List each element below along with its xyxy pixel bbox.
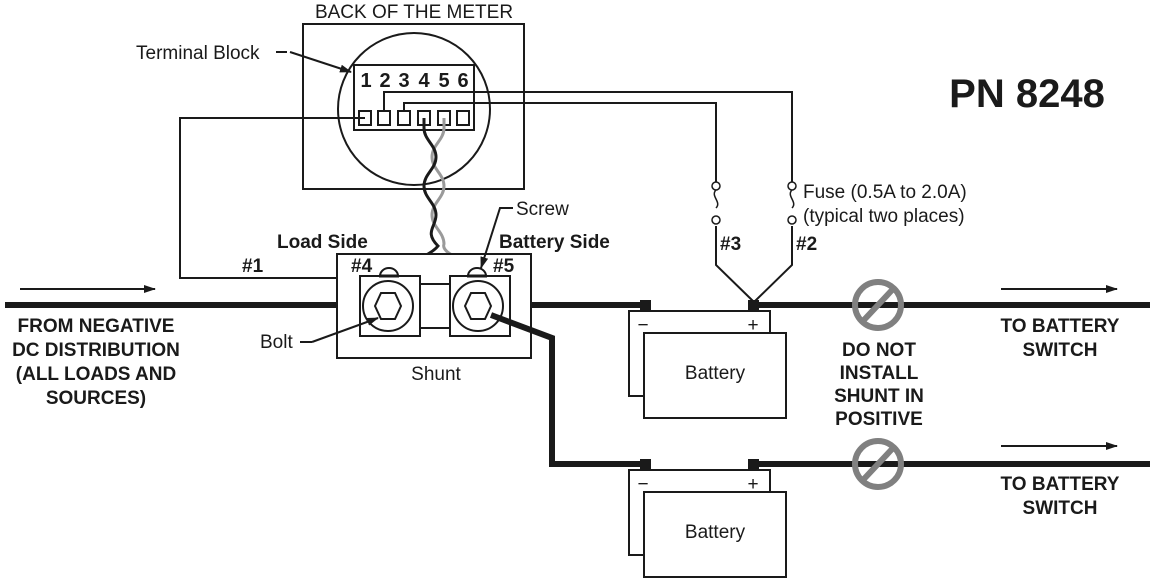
prohibited-icon — [852, 438, 904, 490]
screw-label: Screw — [516, 199, 569, 220]
terminal-screw-6 — [456, 110, 470, 126]
source-line-1: FROM NEGATIVE — [18, 316, 175, 337]
terminal-block-pointer — [289, 51, 352, 73]
battery-1-negative-sign: − — [637, 315, 648, 336]
wire-3 — [403, 102, 755, 303]
wire-1-label: #1 — [242, 256, 264, 277]
fuse-label-line-1: Fuse (0.5A to 2.0A) — [803, 182, 967, 203]
destination-1-line-2: SWITCH — [1023, 340, 1098, 361]
warning-line-3: SHUNT IN — [834, 386, 924, 407]
fuse-on-wire-2 — [786, 181, 798, 226]
load-side-label: Load Side — [277, 232, 368, 253]
destination-label-1: TO BATTERY SWITCH — [1001, 316, 1120, 361]
terminal-number-2: 2 — [379, 70, 390, 92]
battery-2-negative-sign: − — [637, 474, 648, 495]
shunt: #4 #5 Shunt — [336, 253, 532, 385]
terminal-number-3: 3 — [398, 70, 409, 92]
destination-label-2: TO BATTERY SWITCH — [1001, 474, 1120, 519]
battery-1-negative-post — [640, 300, 651, 311]
terminal-number-4: 4 — [418, 70, 430, 92]
part-number-title: PN 8248 — [949, 72, 1105, 116]
terminal-number-6: 6 — [457, 70, 468, 92]
battery-1-label: Battery — [685, 363, 746, 384]
battery-2-negative-post — [640, 459, 651, 470]
battery-1-front — [643, 332, 787, 419]
battery-1-positive-sign: + — [747, 315, 758, 336]
terminal-numbers: 1 2 3 4 5 6 — [360, 70, 468, 92]
wire-3-label: #3 — [720, 234, 741, 255]
fuse-on-wire-3 — [710, 181, 722, 226]
wire-2-label: #2 — [796, 234, 817, 255]
battery-2-label: Battery — [685, 522, 746, 543]
warning-line-1: DO NOT — [842, 340, 916, 361]
fuse-label-line-2: (typical two places) — [803, 206, 965, 227]
source-line-4: SOURCES) — [46, 388, 146, 409]
wire-2 — [383, 91, 793, 303]
warning-line-2: INSTALL — [840, 363, 919, 384]
bolt-pointer — [311, 317, 379, 343]
battery-2: − + Battery — [628, 459, 787, 578]
battery-1-positive-post — [748, 300, 759, 311]
meter-back: BACK OF THE METER 1 2 3 4 5 6 Terminal B… — [136, 2, 525, 190]
shunt-element — [419, 283, 451, 329]
terminal-4-label: #4 — [351, 256, 373, 277]
screw-pointer — [480, 207, 513, 269]
terminal-screw-2 — [377, 110, 391, 126]
sense-wire-4 — [391, 118, 441, 270]
warning-line-4: POSITIVE — [835, 409, 923, 430]
terminal-screw-3 — [397, 110, 411, 126]
source-line-2: DC DISTRIBUTION — [12, 340, 180, 361]
destination-2-line-2: SWITCH — [1023, 498, 1098, 519]
terminal-number-1: 1 — [360, 70, 371, 92]
source-label: FROM NEGATIVE DC DISTRIBUTION (ALL LOADS… — [12, 316, 180, 409]
bolt-battery-side — [463, 292, 493, 320]
terminal-5-label: #5 — [493, 256, 515, 277]
bolt-label: Bolt — [260, 332, 293, 353]
source-line-3: (ALL LOADS AND — [16, 364, 176, 385]
shunt-label: Shunt — [411, 364, 461, 385]
battery-side-label: Battery Side — [499, 232, 610, 253]
destination-1-line-1: TO BATTERY — [1001, 316, 1120, 337]
terminal-block-label: Terminal Block — [136, 43, 260, 64]
meter-circle — [337, 32, 491, 186]
meter-label: BACK OF THE METER — [315, 2, 513, 23]
battery-1: − + Battery — [628, 300, 787, 419]
terminal-block — [353, 64, 475, 131]
shunt-to-battery-2-cable — [489, 312, 645, 467]
warning-label: DO NOT INSTALL SHUNT IN POSITIVE — [834, 340, 924, 430]
destination-2-line-1: TO BATTERY — [1001, 474, 1120, 495]
twisted-pair-sense-wires — [391, 118, 481, 272]
prohibited-icon — [852, 279, 904, 331]
battery-2-front — [643, 491, 787, 578]
bolt-load-side — [373, 292, 403, 320]
battery-2-positive-post — [748, 459, 759, 470]
terminal-number-5: 5 — [438, 70, 449, 92]
battery-2-positive-sign: + — [747, 474, 758, 495]
